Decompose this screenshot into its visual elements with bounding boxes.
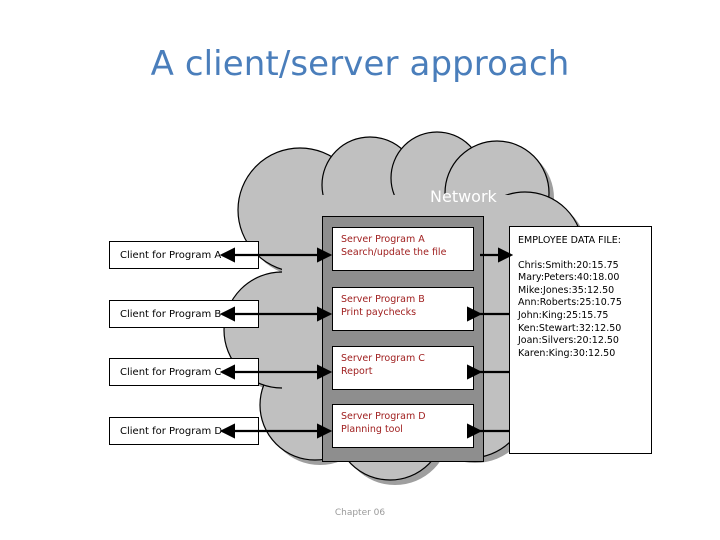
server-d-line1: Server Program D [341,411,426,422]
server-datafile-arrow [466,247,514,439]
datafile-row: Mike:Jones:35:12.50 [518,284,615,296]
employee-data-file[interactable]: EMPLOYEE DATA FILE: Chris:Smith:20:15.75… [509,226,652,454]
server-a-line1: Server Program A [341,234,425,245]
server-box-a[interactable]: Server Program A Search/update the file [332,227,474,271]
datafile-row: Karen:King:30:12.50 [518,347,616,359]
server-c-line1: Server Program C [341,353,425,364]
server-box-c[interactable]: Server Program C Report [332,346,474,390]
datafile-row: Mary:Peters:40:18.00 [518,272,620,284]
datafile-title: EMPLOYEE DATA FILE: [518,235,621,246]
client-box-c[interactable]: Client for Program C [109,358,259,386]
client-server-arrow [219,247,333,439]
client-box-d[interactable]: Client for Program D [109,417,259,445]
network-label: Network [430,187,497,206]
server-b-line2: Print paychecks [341,307,417,318]
datafile-row: Ken:Stewart:32:12.50 [518,322,622,334]
client-box-b[interactable]: Client for Program B [109,300,259,328]
server-d-line2: Planning tool [341,424,403,435]
datafile-row: Joan:Silvers:20:12.50 [518,335,619,347]
slide-footer: Chapter 06 [334,508,386,518]
page-title: A client/server approach [150,44,570,84]
server-a-line2: Search/update the file [341,247,447,258]
datafile-row: Ann:Roberts:25:10.75 [518,297,622,309]
server-box-d[interactable]: Server Program D Planning tool [332,404,474,448]
client-box-a[interactable]: Client for Program A [109,241,259,269]
datafile-row: Chris:Smith:20:15.75 [518,259,619,271]
server-b-line1: Server Program B [341,294,425,305]
server-c-line2: Report [341,366,373,377]
datafile-row: John:King:25:15.75 [518,309,609,321]
server-box-b[interactable]: Server Program B Print paychecks [332,287,474,331]
